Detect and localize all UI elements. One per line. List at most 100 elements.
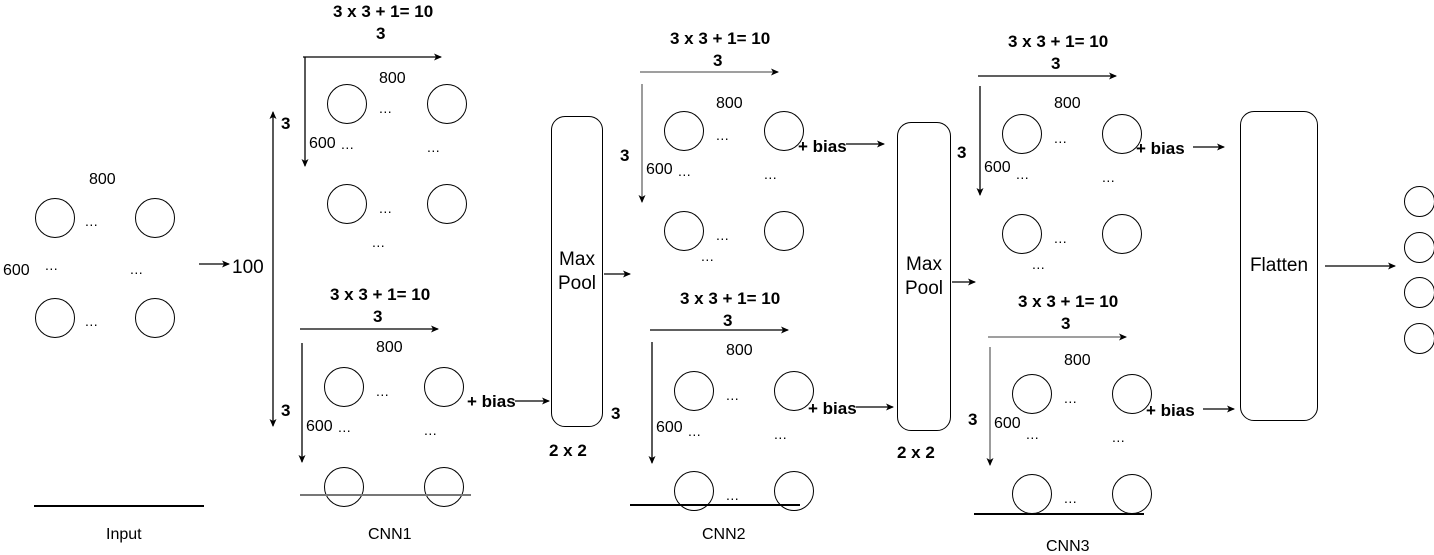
feature-node [427,184,467,224]
input-to-conv-label: 100 [232,257,264,278]
kernel-width-label: 3 [373,307,383,326]
feature-node [764,111,804,151]
map-height-label: 600 [646,161,673,178]
feature-node [1112,374,1152,414]
map-height-label: 600 [994,415,1021,432]
kernel-width-label: 3 [1051,54,1061,73]
bias-label: + bias [1136,139,1185,158]
layer-underline [974,513,1144,515]
ellipsis: ... [716,227,730,243]
feature-node [424,367,464,407]
feature-node [664,111,704,151]
pool-size-label: 2 x 2 [549,441,587,460]
ellipsis: ... [379,200,393,216]
ellipsis: ... [1054,130,1068,146]
ellipsis: ... [427,139,441,155]
ellipsis: ... [379,100,393,116]
feature-node [674,371,714,411]
ellipsis: ... [1064,490,1078,506]
layer-caption: CNN2 [702,526,746,543]
feature-node [424,467,464,507]
feature-node [327,184,367,224]
kernel-width-label: 3 [713,51,723,70]
bias-label: + bias [467,392,516,411]
map-width-label: 800 [716,95,743,112]
input-node [35,298,75,338]
filter-formula-label: 3 x 3 + 1= 10 [680,289,781,308]
ellipsis: ... [1064,390,1078,406]
bias-label: + bias [1146,401,1195,420]
ellipsis: ... [341,136,355,152]
ellipsis: ... [1016,166,1030,182]
feature-node [764,211,804,251]
feature-node [1102,214,1142,254]
stack-size-label: 3 [611,404,621,423]
ellipsis: ... [1026,426,1040,442]
layer-underline [300,494,471,496]
stack-size-label: 3 [281,401,291,420]
stack-size-label: 3 [957,143,967,162]
feature-node [664,211,704,251]
ellipsis: ... [726,487,740,503]
input-node [135,198,175,238]
input-node [135,298,175,338]
feature-node [1002,114,1042,154]
layer-caption: CNN3 [1046,538,1090,555]
ellipsis: ... [85,313,99,329]
kernel-width-label: 3 [723,311,733,330]
feature-node [327,84,367,124]
input-caption: Input [106,526,142,543]
filter-formula-label: 3 x 3 + 1= 10 [1018,292,1119,311]
layer-underline [630,504,800,506]
map-height-label: 600 [306,418,333,435]
ellipsis: ... [130,261,144,277]
map-height-label: 600 [309,135,336,152]
ellipsis: ... [376,383,390,399]
filter-formula-label: 3 x 3 + 1= 10 [330,285,431,304]
kernel-width-label: 3 [376,24,386,43]
bias-label: + bias [798,137,847,156]
feature-node [324,467,364,507]
ellipsis: ... [1102,169,1116,185]
ellipsis: ... [424,422,438,438]
filter-formula-label: 3 x 3 + 1= 10 [670,29,771,48]
feature-node [1112,474,1152,514]
map-height-label: 600 [984,159,1011,176]
ellipsis: ... [726,387,740,403]
map-width-label: 800 [376,339,403,356]
feature-node [774,371,814,411]
input-width-label: 800 [89,171,116,188]
input-node [35,198,75,238]
bias-label: + bias [808,399,857,418]
stack-size-label: 3 [968,410,978,429]
ellipsis: ... [701,248,715,264]
output-node [1404,231,1434,263]
ellipsis: ... [45,257,59,273]
map-width-label: 800 [1054,95,1081,112]
feature-node [1012,374,1052,414]
input-underline [34,505,204,507]
pool-size-label: 2 x 2 [897,443,935,462]
kernel-width-label: 3 [1061,314,1071,333]
ellipsis: ... [764,166,778,182]
output-node [1404,277,1434,308]
feature-node [427,84,467,124]
filter-formula-label: 3 x 3 + 1= 10 [1008,32,1109,51]
map-height-label: 600 [656,419,683,436]
feature-node [1102,114,1142,154]
map-width-label: 800 [726,342,753,359]
map-width-label: 800 [1064,352,1091,369]
ellipsis: ... [372,234,386,250]
ellipsis: ... [376,483,390,499]
ellipsis: ... [1032,256,1046,272]
feature-node [1012,474,1052,514]
ellipsis: ... [678,163,692,179]
stack-size-label: 3 [281,114,291,133]
flatten-label: Flatten [1249,255,1309,277]
